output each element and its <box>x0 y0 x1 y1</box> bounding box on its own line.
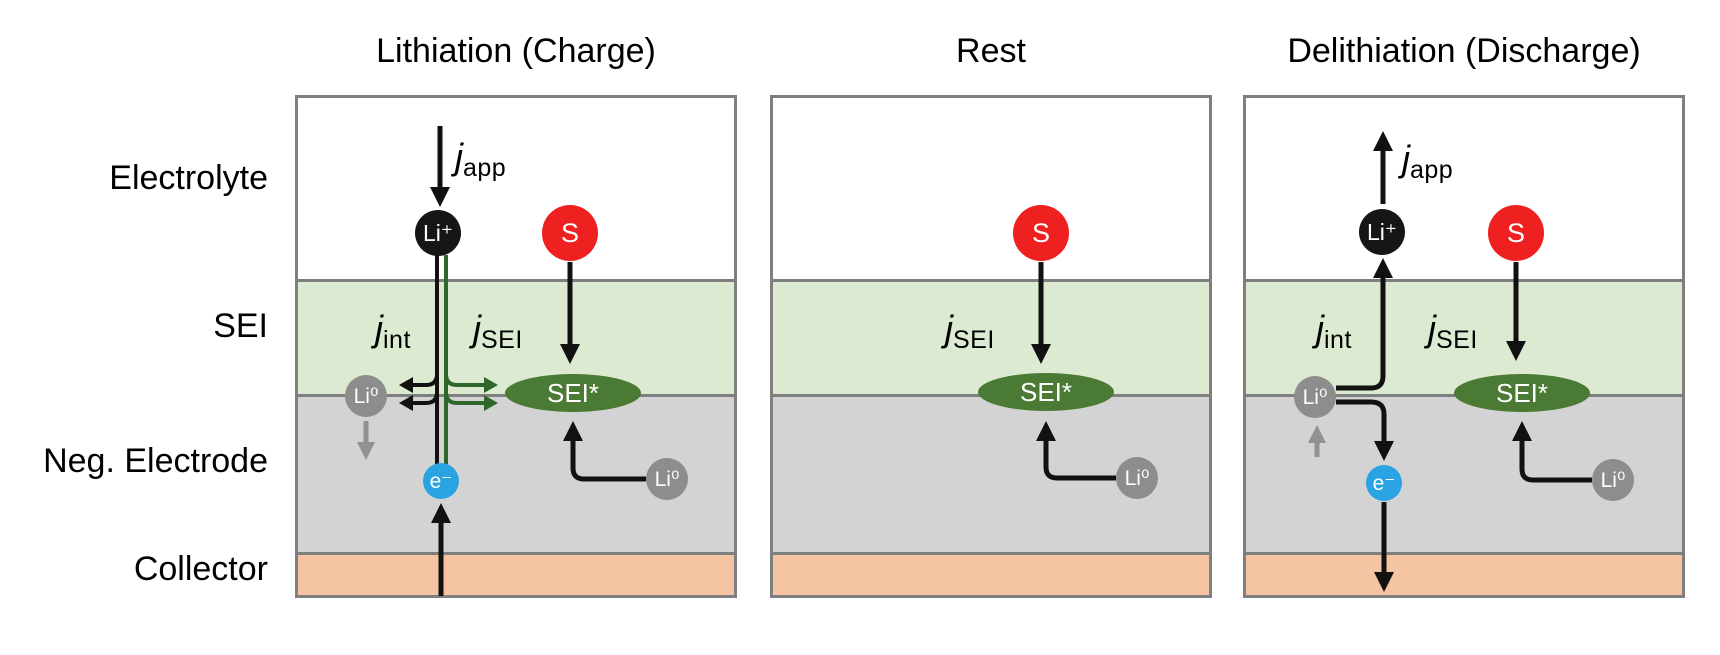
electrolyte-layer <box>298 98 734 279</box>
li-metal-particle: Li⁰ <box>345 375 387 417</box>
collector-layer <box>773 552 1209 595</box>
jint-label: jint <box>375 308 411 354</box>
jsei-label: jSEI <box>1428 308 1478 354</box>
li-metal-particle: Li⁰ <box>646 458 688 500</box>
layer-label-neg-electrode: Neg. Electrode <box>43 442 268 480</box>
collector-layer <box>298 552 734 595</box>
jsei-label: jSEI <box>945 308 995 354</box>
panel-delithiation <box>1243 95 1685 598</box>
layer-label-electrolyte: Electrolyte <box>109 159 268 197</box>
sei-product-blob: SEI* <box>978 373 1114 411</box>
electron-particle: e⁻ <box>423 463 459 499</box>
sulfur-particle: S <box>542 205 598 261</box>
sei-layer <box>1246 279 1682 394</box>
li-ion-particle: Li⁺ <box>1359 209 1405 255</box>
sei-product-blob: SEI* <box>505 374 641 412</box>
electrolyte-layer <box>1246 98 1682 279</box>
layer-label-sei: SEI <box>213 307 268 345</box>
panel-title-lithiation: Lithiation (Charge) <box>376 32 656 70</box>
collector-layer <box>1246 552 1682 595</box>
panel-title-rest: Rest <box>956 32 1026 70</box>
panel-title-delithiation: Delithiation (Discharge) <box>1287 32 1641 70</box>
electron-particle: e⁻ <box>1366 465 1402 501</box>
li-ion-particle: Li⁺ <box>415 210 461 256</box>
li-metal-particle: Li⁰ <box>1592 459 1634 501</box>
sei-product-blob: SEI* <box>1454 374 1590 412</box>
sulfur-particle: S <box>1013 205 1069 261</box>
sei-layer <box>298 279 734 394</box>
sei-layer <box>773 279 1209 394</box>
japp-label: japp <box>1402 138 1454 184</box>
jint-label: jint <box>1316 308 1352 354</box>
jsei-label: jSEI <box>473 308 523 354</box>
panel-lithiation <box>295 95 737 598</box>
electrolyte-layer <box>773 98 1209 279</box>
layer-label-collector: Collector <box>133 550 268 588</box>
sulfur-particle: S <box>1488 205 1544 261</box>
japp-label: japp <box>455 136 507 182</box>
li-metal-particle: Li⁰ <box>1116 457 1158 499</box>
li-metal-particle: Li⁰ <box>1294 376 1336 418</box>
